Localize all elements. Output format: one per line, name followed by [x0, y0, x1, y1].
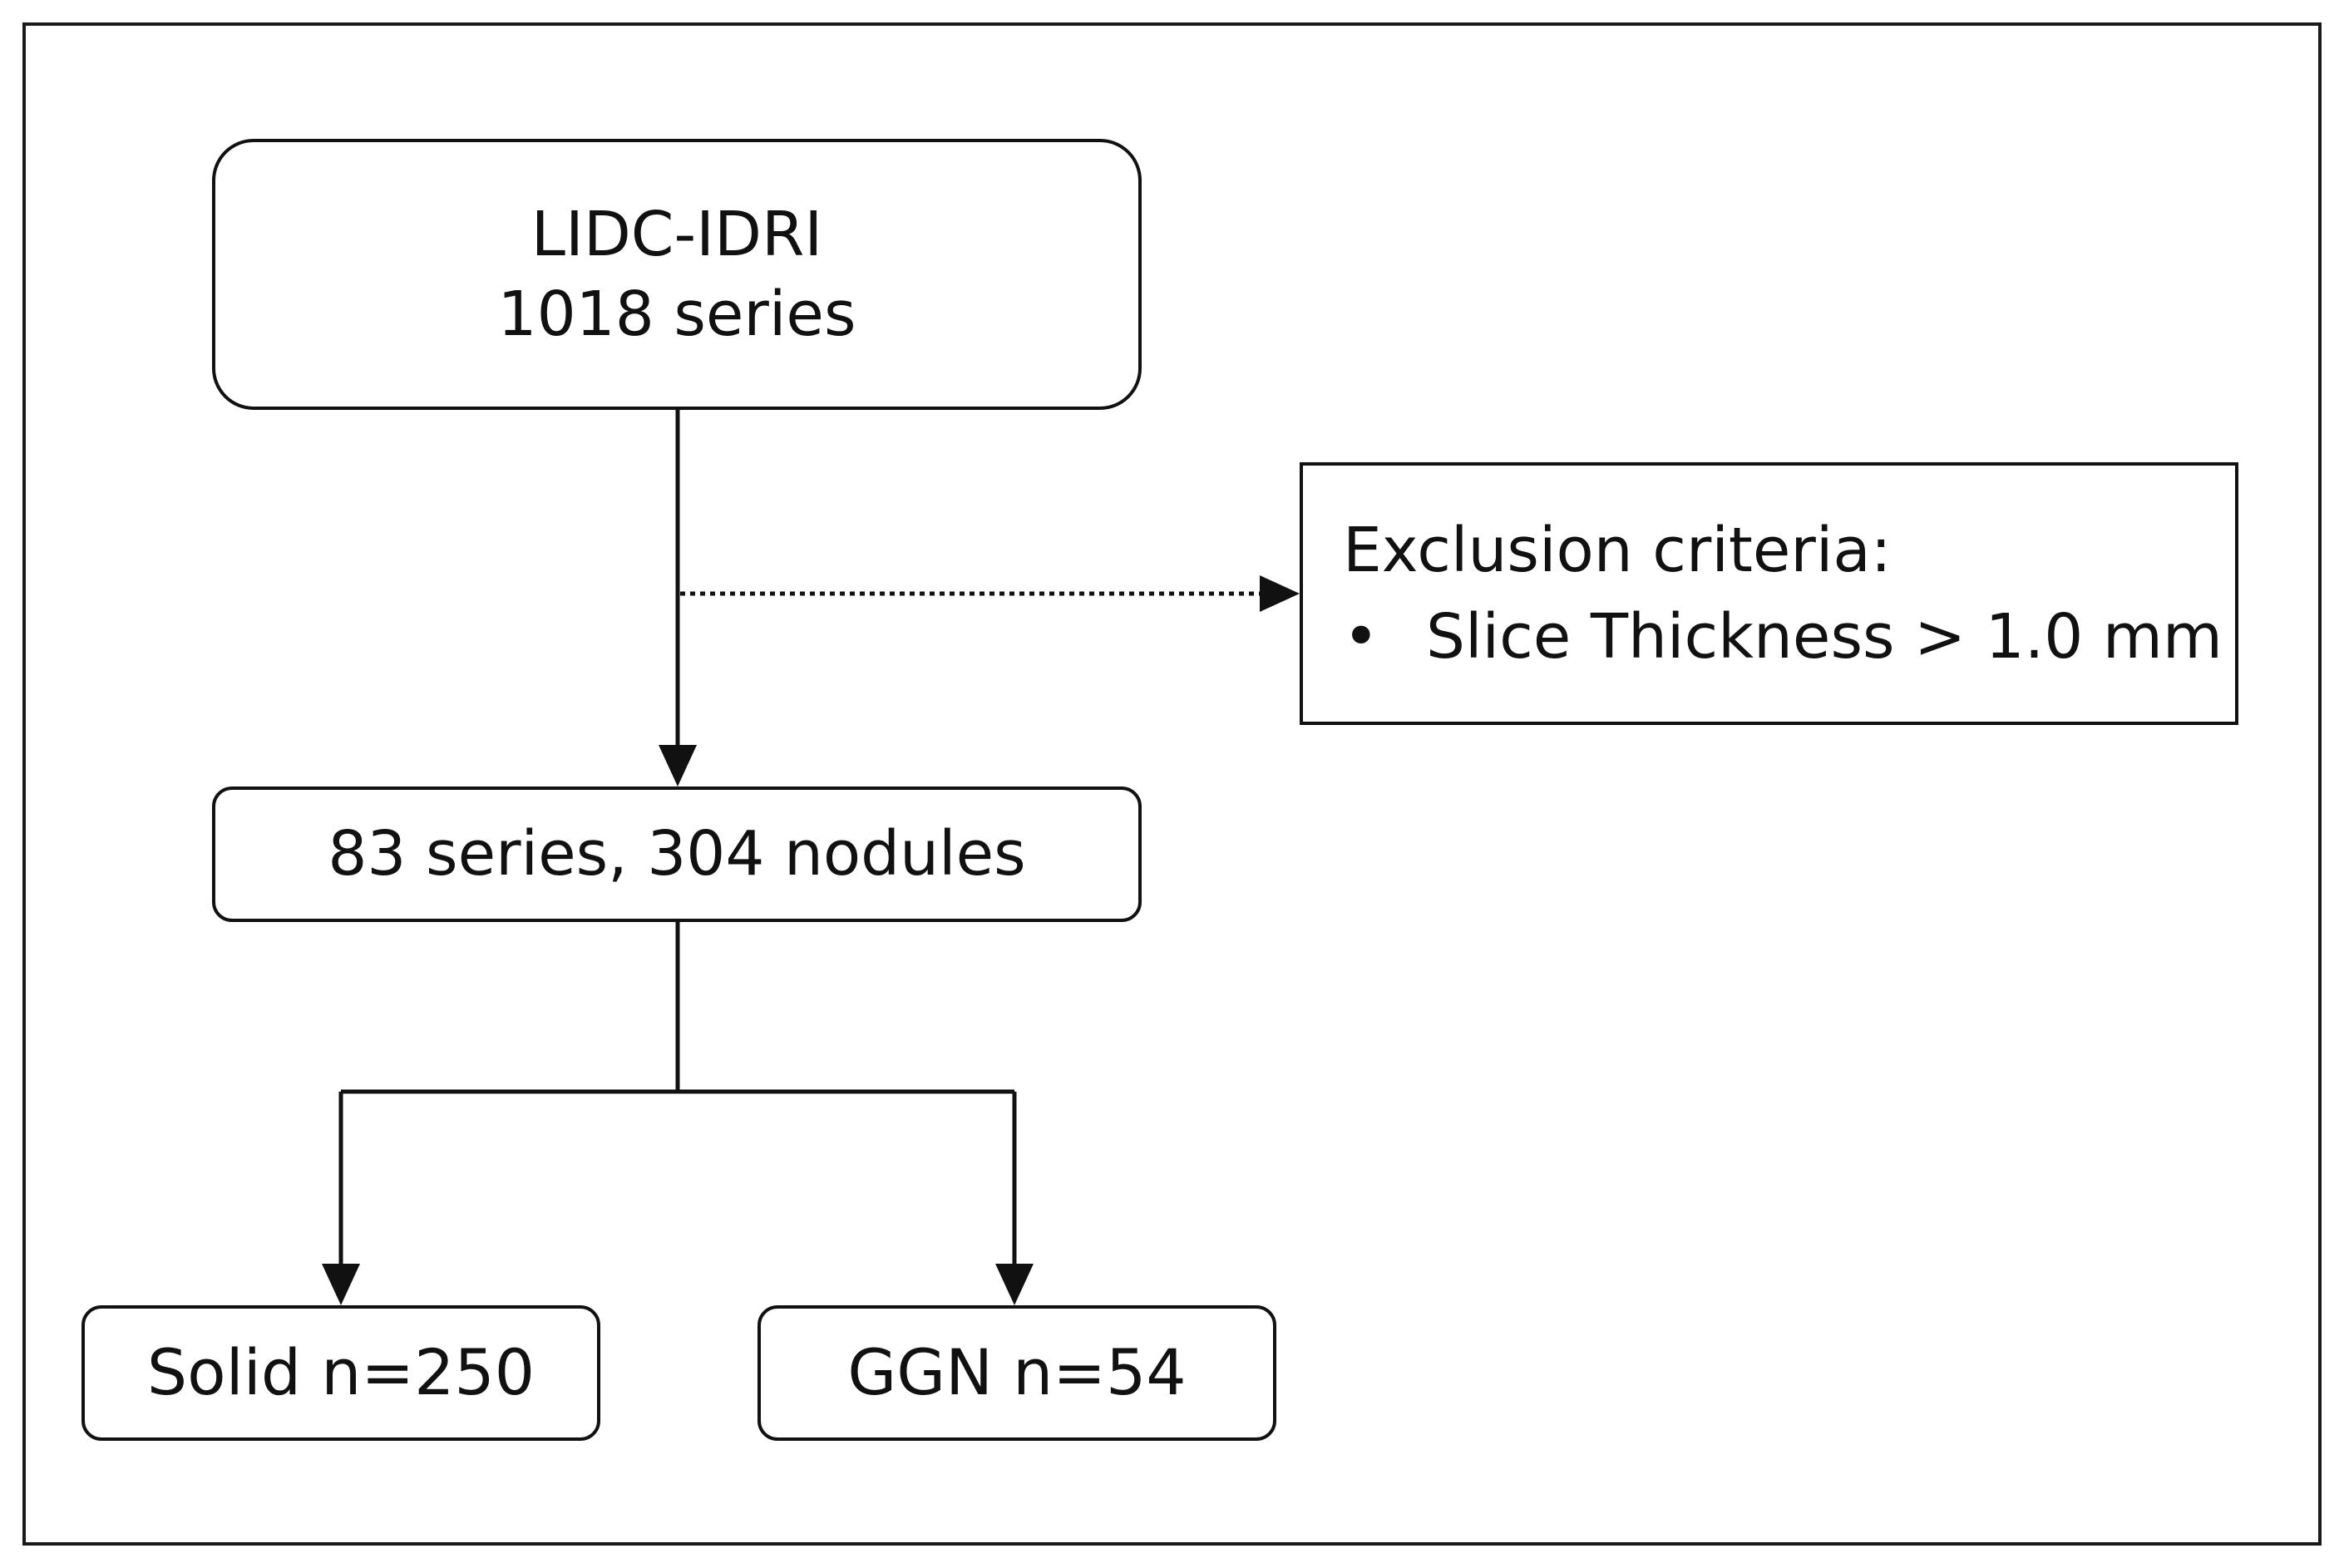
source-dataset-box: LIDC-IDRI 1018 series [212, 139, 1142, 410]
bullet-icon: • [1343, 601, 1379, 673]
solid-nodules-box: Solid n=250 [81, 1305, 600, 1441]
arrow-source-to-result [659, 410, 697, 786]
ggn-nodules-box: GGN n=54 [757, 1305, 1276, 1441]
arrow-to-exclusion [680, 575, 1300, 612]
source-dataset-name: LIDC-IDRI [530, 198, 823, 270]
exclusion-item: • Slice Thickness > 1.0 mm [1343, 597, 2223, 677]
figure-frame [22, 22, 2322, 1546]
ggn-nodules-label: GGN n=54 [847, 1335, 1187, 1410]
arrow-to-solid [322, 1092, 360, 1305]
split-connector [341, 922, 1014, 1094]
exclusion-heading: Exclusion criteria: [1343, 514, 1892, 586]
exclusion-item-text: Slice Thickness > 1.0 mm [1426, 601, 2223, 673]
arrow-to-ggn [995, 1092, 1034, 1305]
source-series-count: 1018 series [497, 279, 856, 350]
included-series-box: 83 series, 304 nodules [212, 786, 1142, 922]
included-series-label: 83 series, 304 nodules [328, 818, 1026, 890]
exclusion-criteria-box: Exclusion criteria: • Slice Thickness > … [1300, 462, 2238, 725]
solid-nodules-label: Solid n=250 [146, 1335, 535, 1410]
